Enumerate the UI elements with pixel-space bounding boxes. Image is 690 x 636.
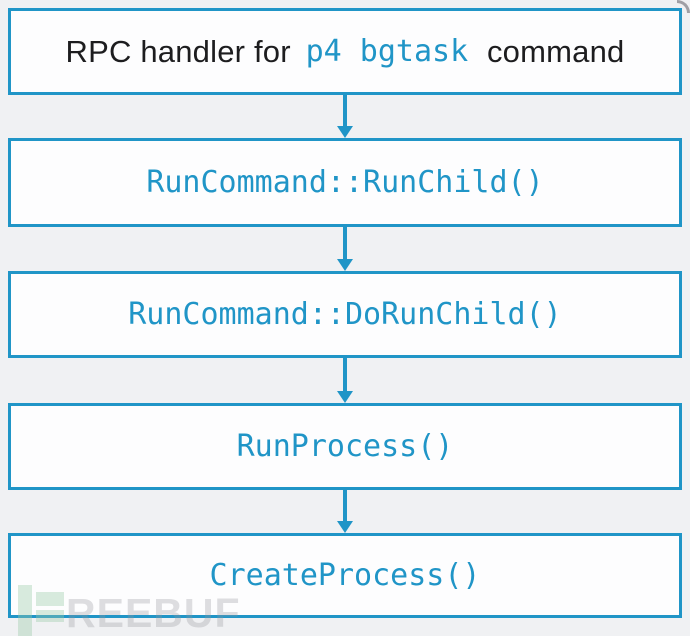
page-corner-artifact bbox=[677, 0, 690, 13]
arrow-stem bbox=[343, 227, 347, 260]
flow-node-runprocess: RunProcess() bbox=[8, 403, 682, 490]
arrow-stem bbox=[343, 490, 347, 522]
header-text-prefix: RPC handler for bbox=[65, 33, 300, 69]
node-label: RunCommand::RunChild() bbox=[146, 165, 544, 200]
node-label: CreateProcess() bbox=[209, 558, 481, 593]
arrow-head bbox=[337, 521, 353, 533]
flow-arrow-down-icon bbox=[337, 358, 353, 403]
flow-arrow-down-icon bbox=[337, 490, 353, 533]
flow-node-rpc-handler: RPC handler for p4 bgtask command bbox=[8, 8, 682, 95]
flow-node-dorunchild: RunCommand::DoRunChild() bbox=[8, 271, 682, 358]
header-code-p4-bgtask: p4 bgtask bbox=[305, 34, 469, 69]
flow-node-createprocess: CreateProcess() bbox=[8, 533, 682, 618]
node-label: RunCommand::DoRunChild() bbox=[128, 297, 562, 332]
arrow-stem bbox=[343, 95, 347, 127]
flow-node-runchild: RunCommand::RunChild() bbox=[8, 138, 682, 227]
arrow-stem bbox=[343, 358, 347, 392]
header-text-suffix: command bbox=[478, 33, 625, 69]
arrow-head bbox=[337, 126, 353, 138]
arrow-head bbox=[337, 391, 353, 403]
arrow-head bbox=[337, 259, 353, 271]
flow-arrow-down-icon bbox=[337, 95, 353, 138]
flow-arrow-down-icon bbox=[337, 227, 353, 271]
node-label: RunProcess() bbox=[236, 429, 454, 464]
